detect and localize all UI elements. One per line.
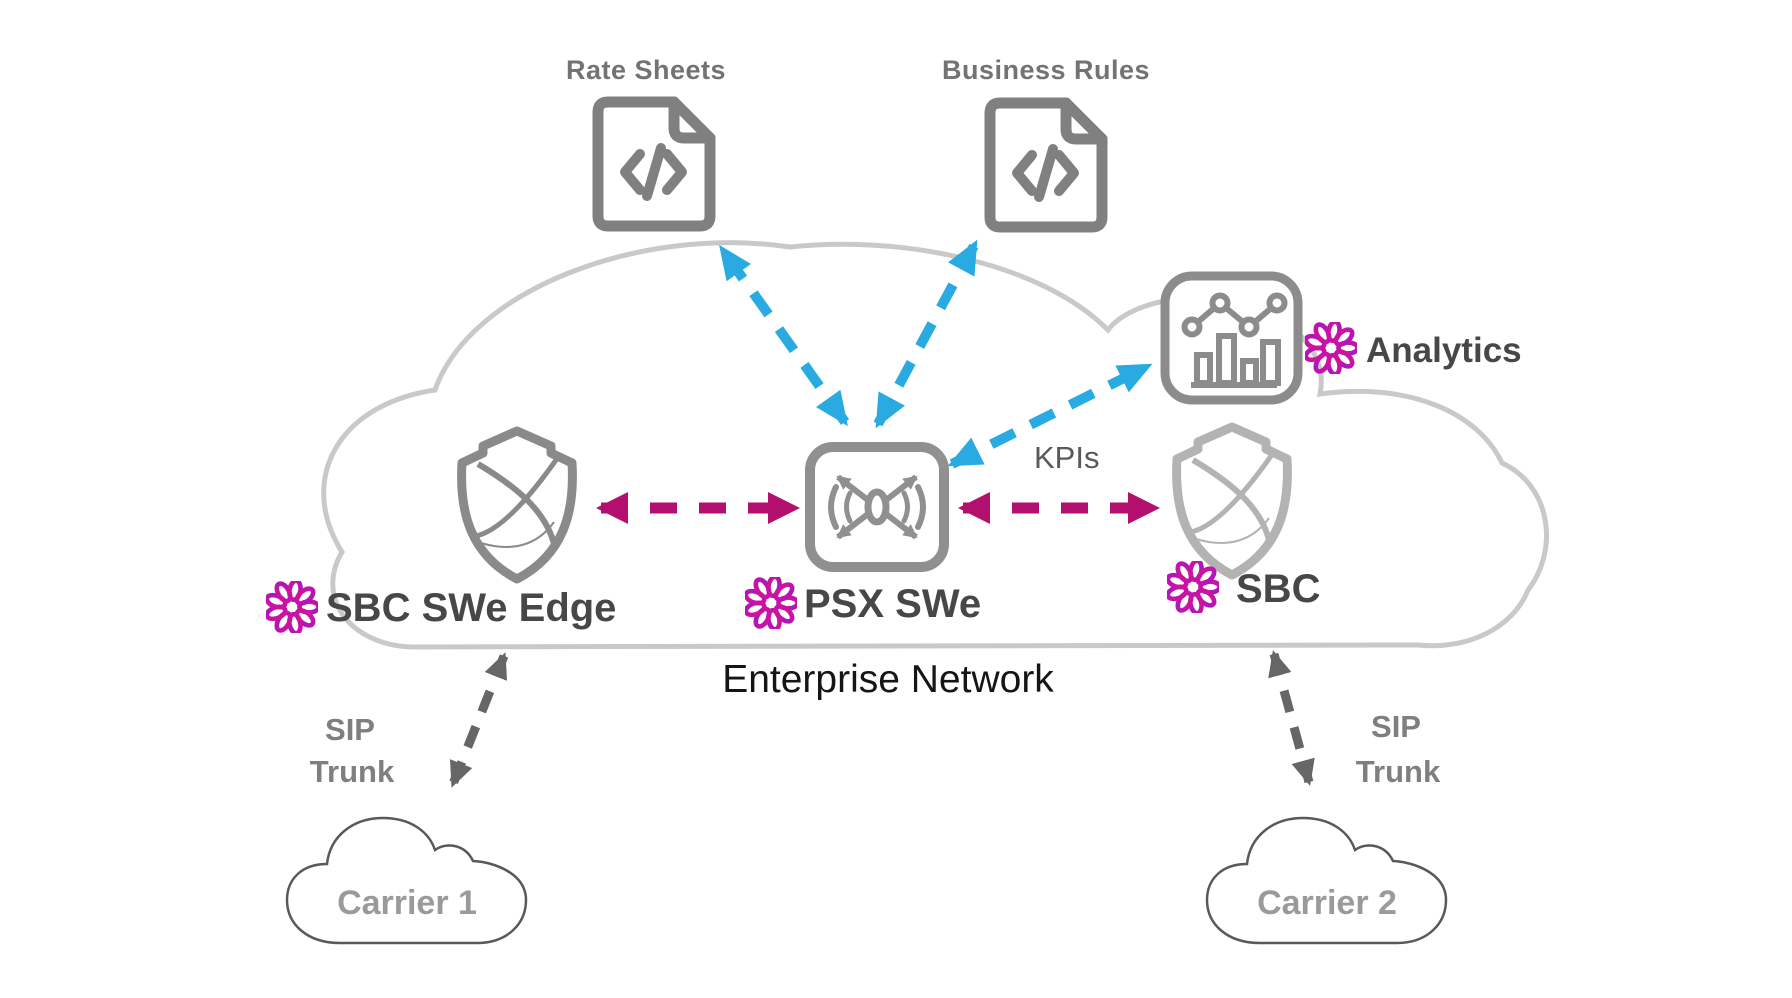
ribbon-logo-sbc-swe-edge (265, 580, 318, 634)
carrier-1-label: Carrier 1 (337, 884, 477, 922)
arrow-psx-rate-sheets (717, 244, 850, 427)
analytics-bar-chart (1194, 333, 1281, 386)
sip-left-line2: Trunk (310, 754, 395, 789)
arrow-psx-business-rules (873, 239, 980, 429)
psx-swe-icon (805, 442, 949, 572)
arrow-sbc-carrier2 (1268, 650, 1315, 786)
carrier-1-cloud: Carrier 1 (285, 816, 528, 945)
sbc-label: SBC (1236, 567, 1320, 611)
business-rules-label: Business Rules (942, 55, 1150, 85)
sbc-swe-edge-label: SBC SWe Edge (326, 586, 616, 630)
arrow-psx-analytics (947, 361, 1153, 469)
carrier-2-label: Carrier 2 (1257, 884, 1397, 922)
business-rules-document-icon (990, 103, 1102, 227)
arrow-edge-carrier1 (448, 652, 509, 788)
sip-left-line1: SIP (325, 712, 375, 747)
sip-right-line1: SIP (1371, 709, 1421, 744)
rate-sheets-document-icon (598, 102, 710, 226)
analytics-line-chart (1190, 299, 1279, 331)
sip-trunk-right-label: SIP Trunk (1356, 709, 1441, 789)
carrier-2-cloud: Carrier 2 (1205, 816, 1448, 945)
sip-trunk-left-label: SIP Trunk (310, 712, 395, 789)
analytics-label: Analytics (1366, 331, 1522, 370)
sip-right-line2: Trunk (1356, 754, 1441, 789)
analytics-icon (1160, 271, 1303, 405)
kpis-label: KPIs (1034, 440, 1099, 475)
rate-sheets-label: Rate Sheets (566, 55, 726, 85)
psx-swe-label: PSX SWe (804, 582, 981, 626)
enterprise-network-label: Enterprise Network (722, 658, 1054, 701)
